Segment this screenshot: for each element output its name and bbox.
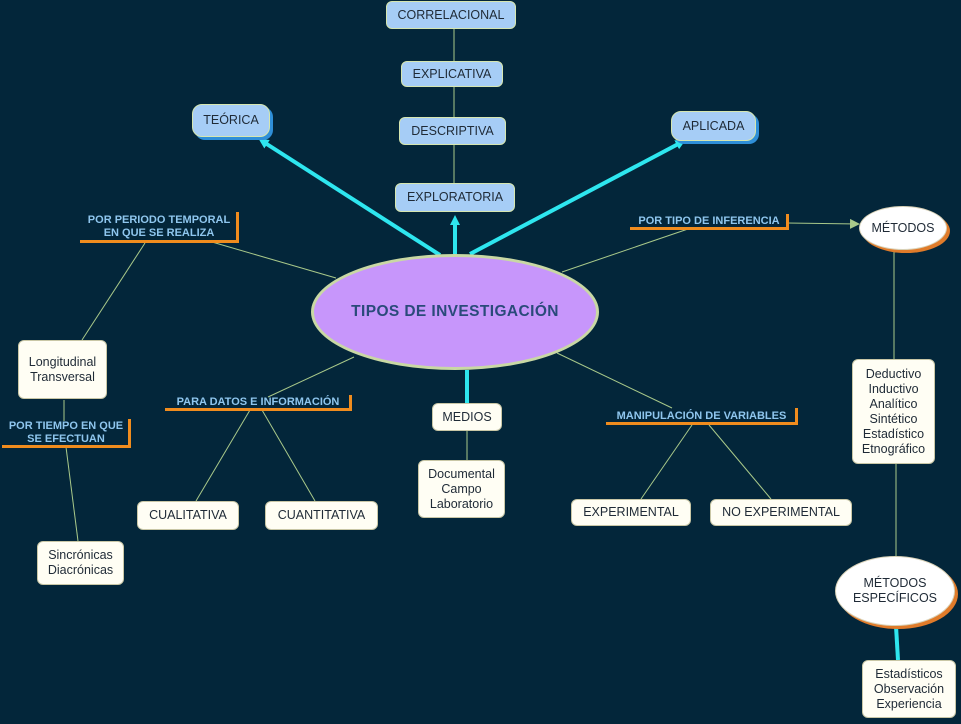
node-exploratoria[interactable]: EXPLORATORIA <box>395 183 515 212</box>
metodos-item-6: Etnográfico <box>861 441 926 456</box>
node-longitudinal[interactable]: Longitudinal Transversal <box>18 340 107 399</box>
sincronicas-line-1: Sincrónicas <box>48 548 113 562</box>
node-experimental-label: EXPERIMENTAL <box>583 505 679 519</box>
node-descriptiva[interactable]: DESCRIPTIVA <box>399 117 506 145</box>
metodos-especificos-line-2: ESPECÍFICOS <box>852 591 938 605</box>
node-metodos-label: MÉTODOS <box>871 220 935 235</box>
line-manipulacion-experimental <box>640 424 693 500</box>
node-especificos-items[interactable]: Estadísticos Observación Experiencia <box>862 660 956 718</box>
line-datos-cualitativa <box>195 409 251 502</box>
line-center-datos <box>267 356 355 398</box>
longitudinal-line-2: Transversal <box>30 369 95 384</box>
node-aplicada[interactable]: APLICADA <box>671 111 756 141</box>
metodos-item-2: Inductivo <box>868 381 919 396</box>
center-node[interactable]: TIPOS DE INVESTIGACIÓN <box>311 254 599 370</box>
node-medios[interactable]: MEDIOS <box>432 403 502 431</box>
line-datos-cuantitativa <box>261 409 316 502</box>
node-medios-items[interactable]: Documental Campo Laboratorio <box>418 460 505 518</box>
node-exploratoria-label: EXPLORATORIA <box>406 190 504 204</box>
arrow-center-teorica <box>258 138 442 257</box>
node-metodos-especificos[interactable]: MÉTODOS ESPECÍFICOS <box>835 556 955 626</box>
node-cuantitativa-label: CUANTITATIVA <box>277 508 366 522</box>
node-explicativa[interactable]: EXPLICATIVA <box>401 61 503 87</box>
line-center-periodo <box>211 241 337 279</box>
especificos-item-1: Estadísticos <box>875 666 943 681</box>
longitudinal-line-1: Longitudinal <box>28 354 97 369</box>
node-aplicada-label: APLICADA <box>682 118 745 133</box>
node-metodos-items[interactable]: Deductivo Inductivo Analítico Sintético … <box>852 359 935 464</box>
label-por-inferencia-text: POR TIPO DE INFERENCIA <box>638 215 780 227</box>
node-no-experimental[interactable]: NO EXPERIMENTAL <box>710 499 852 526</box>
node-no-experimental-label: NO EXPERIMENTAL <box>722 505 840 519</box>
medios-item-3: Laboratorio <box>429 496 494 511</box>
sincronicas-line-2: Diacrónicas <box>47 563 114 577</box>
node-sincronicas[interactable]: Sincrónicas Diacrónicas <box>37 541 124 585</box>
especificos-item-3: Experiencia <box>876 696 942 711</box>
label-por-inferencia: POR TIPO DE INFERENCIA <box>630 214 789 230</box>
arrow-center-aplicada <box>469 140 686 256</box>
metodos-item-4: Sintético <box>869 411 918 426</box>
line-inferencia-metodos <box>786 218 860 229</box>
label-manipulacion-text: MANIPULACIÓN DE VARIABLES <box>616 409 787 422</box>
metodos-item-5: Estadístico <box>862 426 925 441</box>
metodos-especificos-line-1: MÉTODOS <box>863 576 927 590</box>
label-para-datos-text: PARA DATOS E INFORMACIÓN <box>176 396 340 408</box>
node-medios-label: MEDIOS <box>442 409 492 424</box>
node-metodos[interactable]: MÉTODOS <box>859 206 947 250</box>
node-cuantitativa[interactable]: CUANTITATIVA <box>265 501 378 530</box>
line-tiempo-sincronicas <box>65 446 79 542</box>
line-manipulacion-noexp <box>708 424 772 500</box>
node-experimental[interactable]: EXPERIMENTAL <box>571 499 691 526</box>
node-cualitativa[interactable]: CUALITATIVA <box>137 501 239 530</box>
medios-item-2: Campo <box>441 481 482 496</box>
line-periodo-longitudinal <box>81 242 146 341</box>
node-correlacional-label: CORRELACIONAL <box>397 7 505 22</box>
label-manipulacion: MANIPULACIÓN DE VARIABLES <box>606 408 798 425</box>
label-por-periodo: POR PERIODO TEMPORAL EN QUE SE REALIZA <box>80 212 239 243</box>
label-por-periodo-text: POR PERIODO TEMPORAL EN QUE SE REALIZA <box>87 214 231 239</box>
node-teorica-label: TEÓRICA <box>203 113 259 127</box>
metodos-item-3: Analítico <box>869 396 918 411</box>
node-cualitativa-label: CUALITATIVA <box>149 508 227 522</box>
line-center-inferencia <box>561 228 689 273</box>
line-center-manipulacion <box>556 352 673 409</box>
node-correlacional[interactable]: CORRELACIONAL <box>386 1 516 29</box>
label-para-datos: PARA DATOS E INFORMACIÓN <box>165 395 352 411</box>
node-explicativa-label: EXPLICATIVA <box>412 66 492 81</box>
center-label: TIPOS DE INVESTIGACIÓN <box>351 303 559 320</box>
node-teorica[interactable]: TEÓRICA <box>192 104 270 137</box>
label-por-tiempo-text: POR TIEMPO EN QUE SE EFECTUAN <box>8 420 124 445</box>
metodos-item-1: Deductivo <box>865 366 922 381</box>
medios-item-1: Documental <box>428 466 495 481</box>
especificos-item-2: Observación <box>873 681 945 696</box>
line-especificos-items <box>894 625 900 661</box>
node-descriptiva-label: DESCRIPTIVA <box>411 123 494 138</box>
label-por-tiempo: POR TIEMPO EN QUE SE EFECTUAN <box>2 419 131 448</box>
